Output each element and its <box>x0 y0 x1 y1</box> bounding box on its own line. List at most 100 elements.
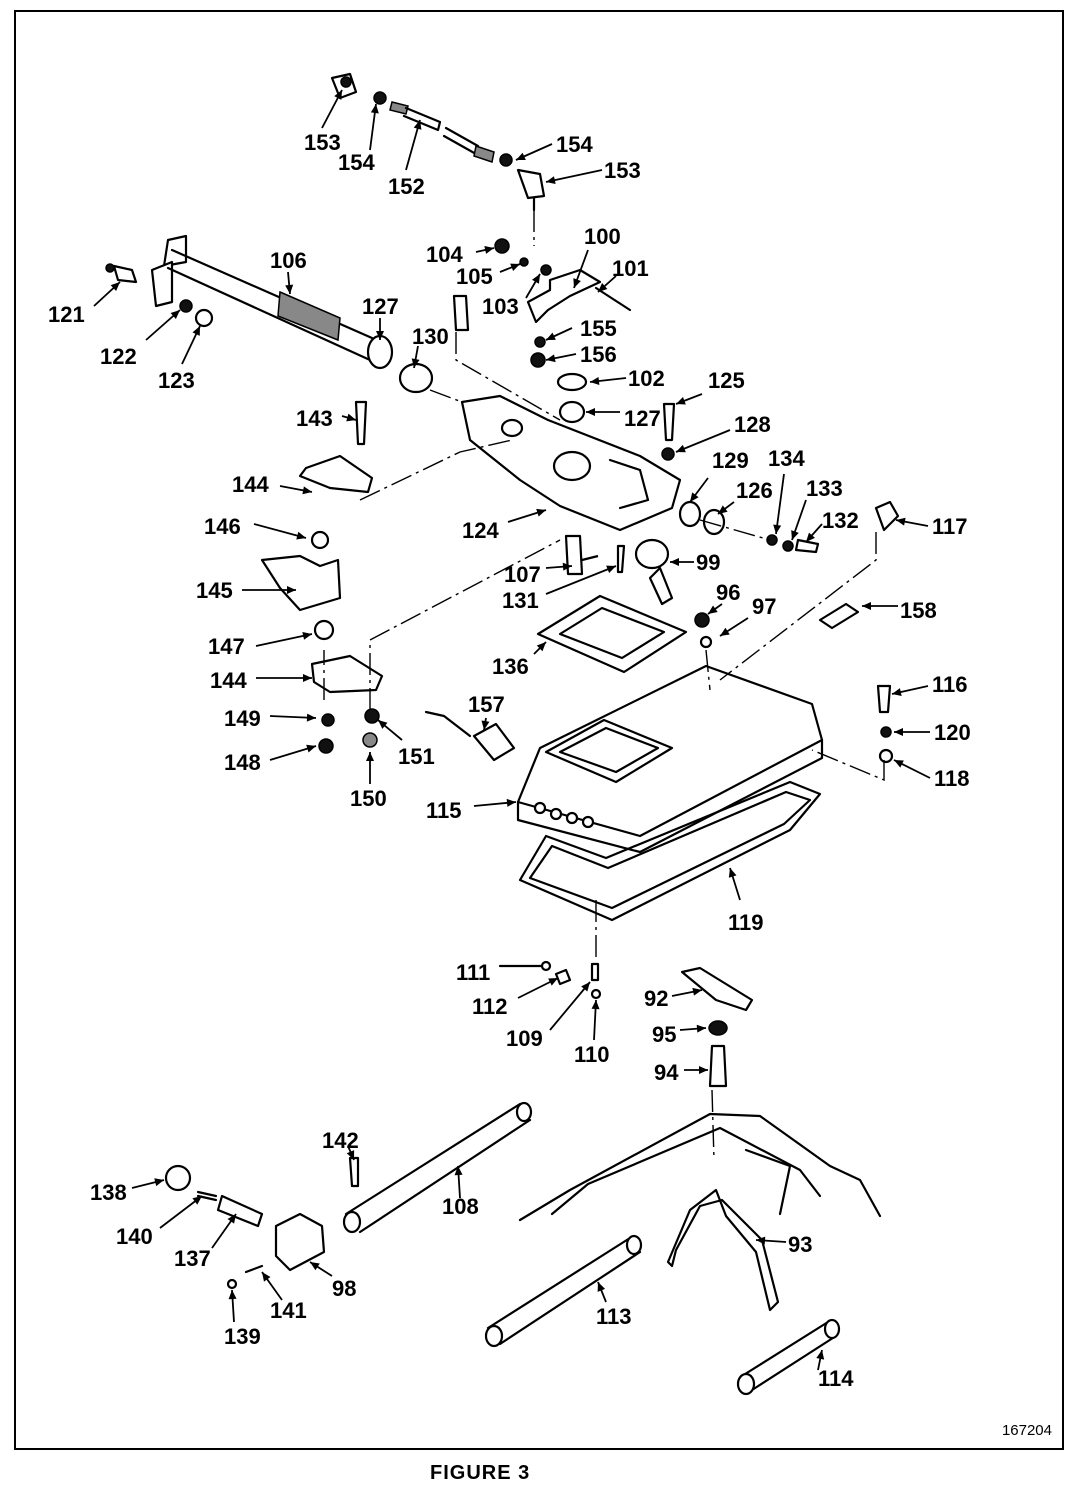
callout-157: 157 <box>468 692 505 717</box>
part-148-nut <box>318 738 334 754</box>
part-117-bracket <box>874 500 900 532</box>
arrowhead-108 <box>454 1166 463 1176</box>
arrowhead-115 <box>506 798 516 807</box>
part-107-pin <box>564 534 599 576</box>
callout-110: 110 <box>574 1042 610 1067</box>
part-106-shift-shaft <box>150 234 394 370</box>
callout-106: 106 <box>270 248 307 273</box>
arrowhead-98 <box>310 1262 320 1271</box>
drawing-number: 167204 <box>1001 1422 1052 1439</box>
callout-144: 144 <box>232 472 269 497</box>
part-130-bushing <box>398 362 434 394</box>
arrowhead-128 <box>676 444 686 453</box>
callout-107: 107 <box>504 562 541 587</box>
arrowhead-107 <box>562 562 572 571</box>
callout-131: 131 <box>502 588 539 613</box>
arrowhead-149 <box>306 713 316 722</box>
arrowhead-96 <box>708 605 718 614</box>
arrowhead-143 <box>346 413 356 422</box>
callout-149: 149 <box>224 706 261 731</box>
arrowhead-122 <box>170 310 180 319</box>
callout-143: 143 <box>296 406 333 431</box>
callout-140: 140 <box>116 1224 153 1249</box>
callout-99: 99 <box>696 550 721 575</box>
part-110-ball <box>590 988 602 1000</box>
callout-128: 128 <box>734 412 771 437</box>
leader-131 <box>545 565 617 595</box>
callout-92: 92 <box>644 986 669 1011</box>
arrowhead-153 <box>546 176 556 185</box>
part-99-shift-finger <box>634 538 674 606</box>
arrowhead-146 <box>296 531 306 540</box>
callout-136: 136 <box>492 654 529 679</box>
callout-148: 148 <box>224 750 261 775</box>
arrowhead-95 <box>696 1024 706 1033</box>
callout-114: 114 <box>818 1366 854 1391</box>
arrowhead-114 <box>816 1350 825 1360</box>
part-146-bushing <box>310 530 330 550</box>
arrowhead-125 <box>676 397 686 405</box>
arrowhead-102 <box>590 377 600 385</box>
arrowhead-141 <box>262 1272 271 1282</box>
arrowhead-116 <box>892 688 902 696</box>
part-105-washer <box>519 257 529 267</box>
callout-146: 146 <box>204 514 241 539</box>
part-109-plug <box>590 962 600 982</box>
callout-93: 93 <box>788 1232 813 1257</box>
callout-133: 133 <box>806 476 843 501</box>
part-141-spring <box>244 1264 264 1274</box>
part-98-block <box>274 1212 326 1272</box>
part-158-switch <box>818 602 860 630</box>
callout-154: 154 <box>556 132 593 157</box>
arrowhead-132 <box>806 532 815 542</box>
part-116-bolt <box>876 684 892 714</box>
callout-129: 129 <box>712 448 749 473</box>
callout-153: 153 <box>604 158 641 183</box>
part-115-shift-cover <box>516 664 824 854</box>
arrowhead-123 <box>192 326 200 336</box>
callout-145: 145 <box>196 578 233 603</box>
leader-153 <box>545 169 603 183</box>
part-114-shift-rail <box>736 1318 841 1396</box>
callout-126: 126 <box>736 478 773 503</box>
part-94-bolt <box>708 1044 728 1088</box>
part-132-bolt <box>794 538 820 554</box>
callout-151: 151 <box>398 744 435 769</box>
callout-108: 108 <box>442 1194 479 1219</box>
arrowhead-105 <box>510 263 520 272</box>
callout-153: 153 <box>304 130 341 155</box>
part-97-washer <box>699 635 713 649</box>
arrowhead-120 <box>894 728 903 736</box>
part-121-fitting <box>105 263 138 284</box>
part-137-plunger <box>216 1194 264 1228</box>
arrowhead-117 <box>896 517 906 526</box>
part-fitting-stud <box>452 294 470 332</box>
callout-111: 111 <box>456 960 491 985</box>
callout-120: 120 <box>934 720 971 745</box>
arrowhead-104 <box>484 246 494 254</box>
leader-128 <box>675 429 731 453</box>
part-127-bushing <box>558 400 586 424</box>
part-147-bushing <box>313 619 335 641</box>
arrowhead-129 <box>690 492 699 502</box>
part-142-pin <box>348 1156 360 1188</box>
callout-104: 104 <box>426 242 463 267</box>
callout-96: 96 <box>716 580 741 605</box>
callout-leaders <box>93 89 931 1371</box>
callout-109: 109 <box>506 1026 543 1051</box>
callout-127: 127 <box>624 406 661 431</box>
callout-150: 150 <box>350 786 387 811</box>
part-102-clip <box>556 372 588 392</box>
arrowhead-133 <box>791 530 799 540</box>
part-156-washer <box>530 352 546 368</box>
part-157-switch <box>424 710 516 762</box>
part-155-nut <box>534 336 546 348</box>
part-145-lever <box>260 554 342 612</box>
arrowhead-110 <box>591 1000 600 1010</box>
part-144-lever-lower <box>310 654 384 694</box>
arrowhead-153 <box>334 90 342 100</box>
leader-147 <box>255 633 313 647</box>
callout-123: 123 <box>158 368 195 393</box>
part-103-nut <box>540 264 552 276</box>
callout-117: 117 <box>932 514 968 539</box>
